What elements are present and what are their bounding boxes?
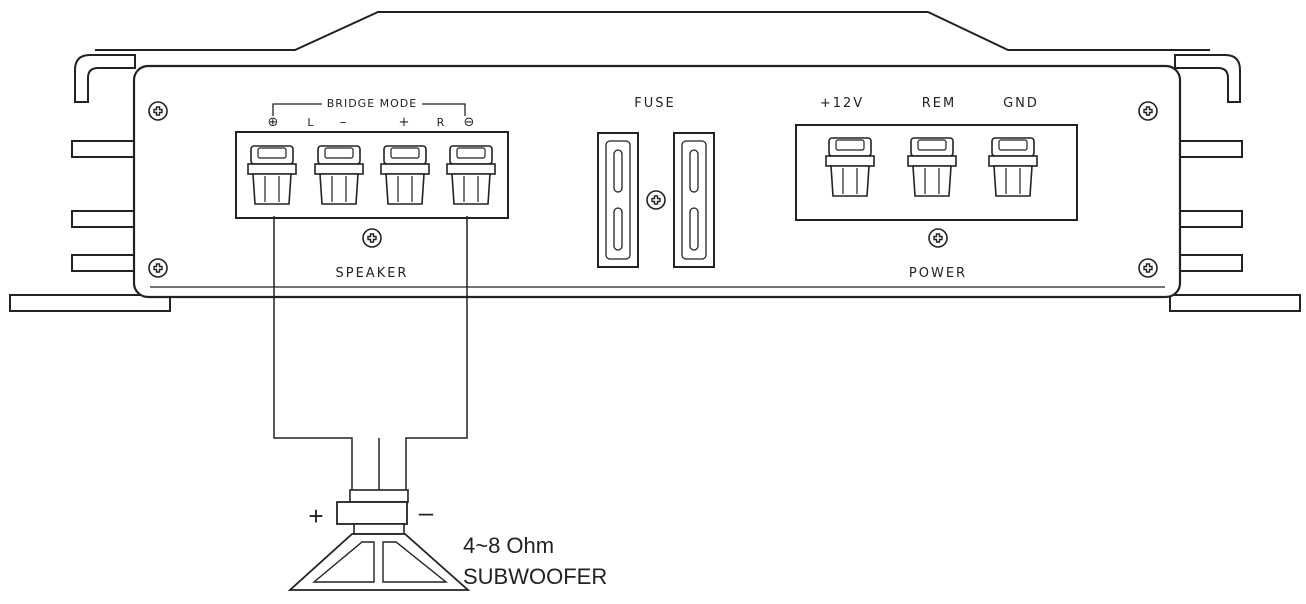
speaker-label: SPEAKER <box>336 266 409 281</box>
power-terminal-label: GND <box>1003 96 1039 111</box>
subwoofer-impedance: 4~8 Ohm <box>463 533 554 558</box>
screw-icon <box>928 228 948 248</box>
subwoofer-plus-symbol: + <box>308 501 323 531</box>
left-handle <box>74 54 136 103</box>
left-mounting-foot <box>9 294 171 312</box>
power-terminal-label: REM <box>922 96 956 111</box>
fuse-icon[interactable] <box>597 132 639 268</box>
screw-icon <box>362 228 382 248</box>
right-handle <box>1174 54 1241 103</box>
terminal-label: R <box>437 116 446 129</box>
terminal-label: L <box>307 116 314 129</box>
subwoofer-minus-symbol: – <box>419 497 434 527</box>
screw-icon <box>148 101 168 121</box>
screw-icon <box>1138 101 1158 121</box>
terminal-connector-icon[interactable] <box>825 137 875 197</box>
bridge-mode-label: BRIDGE MODE <box>327 97 417 110</box>
terminal-label: ⊕ <box>268 115 281 130</box>
subwoofer-name: SUBWOOFER <box>463 564 607 589</box>
speaker-icon <box>287 489 471 591</box>
speaker-wires <box>273 216 468 492</box>
fuse-section: FUSE <box>597 96 715 268</box>
power-label: POWER <box>909 266 967 281</box>
terminal-label: ⊖ <box>464 115 477 130</box>
screw-icon <box>148 258 168 278</box>
terminal-label: + <box>399 115 412 130</box>
power-section: +12V REM GND POWER <box>795 96 1078 281</box>
amplifier-panel <box>132 64 1182 299</box>
terminal-connector-icon[interactable] <box>446 145 496 205</box>
bridge-mode-label-bg <box>322 96 422 110</box>
terminal-connector-icon[interactable] <box>988 137 1038 197</box>
chassis-top-bevel <box>95 11 1210 51</box>
fuse-icon[interactable] <box>673 132 715 268</box>
power-terminal-label: +12V <box>820 96 864 111</box>
speaker-section: BRIDGE MODE ⊕ L – + R ⊖ SPEAKER <box>235 96 509 281</box>
terminal-connector-icon[interactable] <box>380 145 430 205</box>
screw-icon <box>1138 258 1158 278</box>
terminal-connector-icon[interactable] <box>907 137 957 197</box>
terminal-connector-icon[interactable] <box>247 145 297 205</box>
screw-icon <box>646 190 666 210</box>
right-heatsink-fins <box>1179 140 1243 272</box>
left-heatsink-fins <box>71 140 135 272</box>
terminal-connector-icon[interactable] <box>314 145 364 205</box>
terminal-label: – <box>340 115 349 130</box>
right-mounting-foot <box>1169 294 1301 312</box>
fuse-label: FUSE <box>634 96 675 111</box>
